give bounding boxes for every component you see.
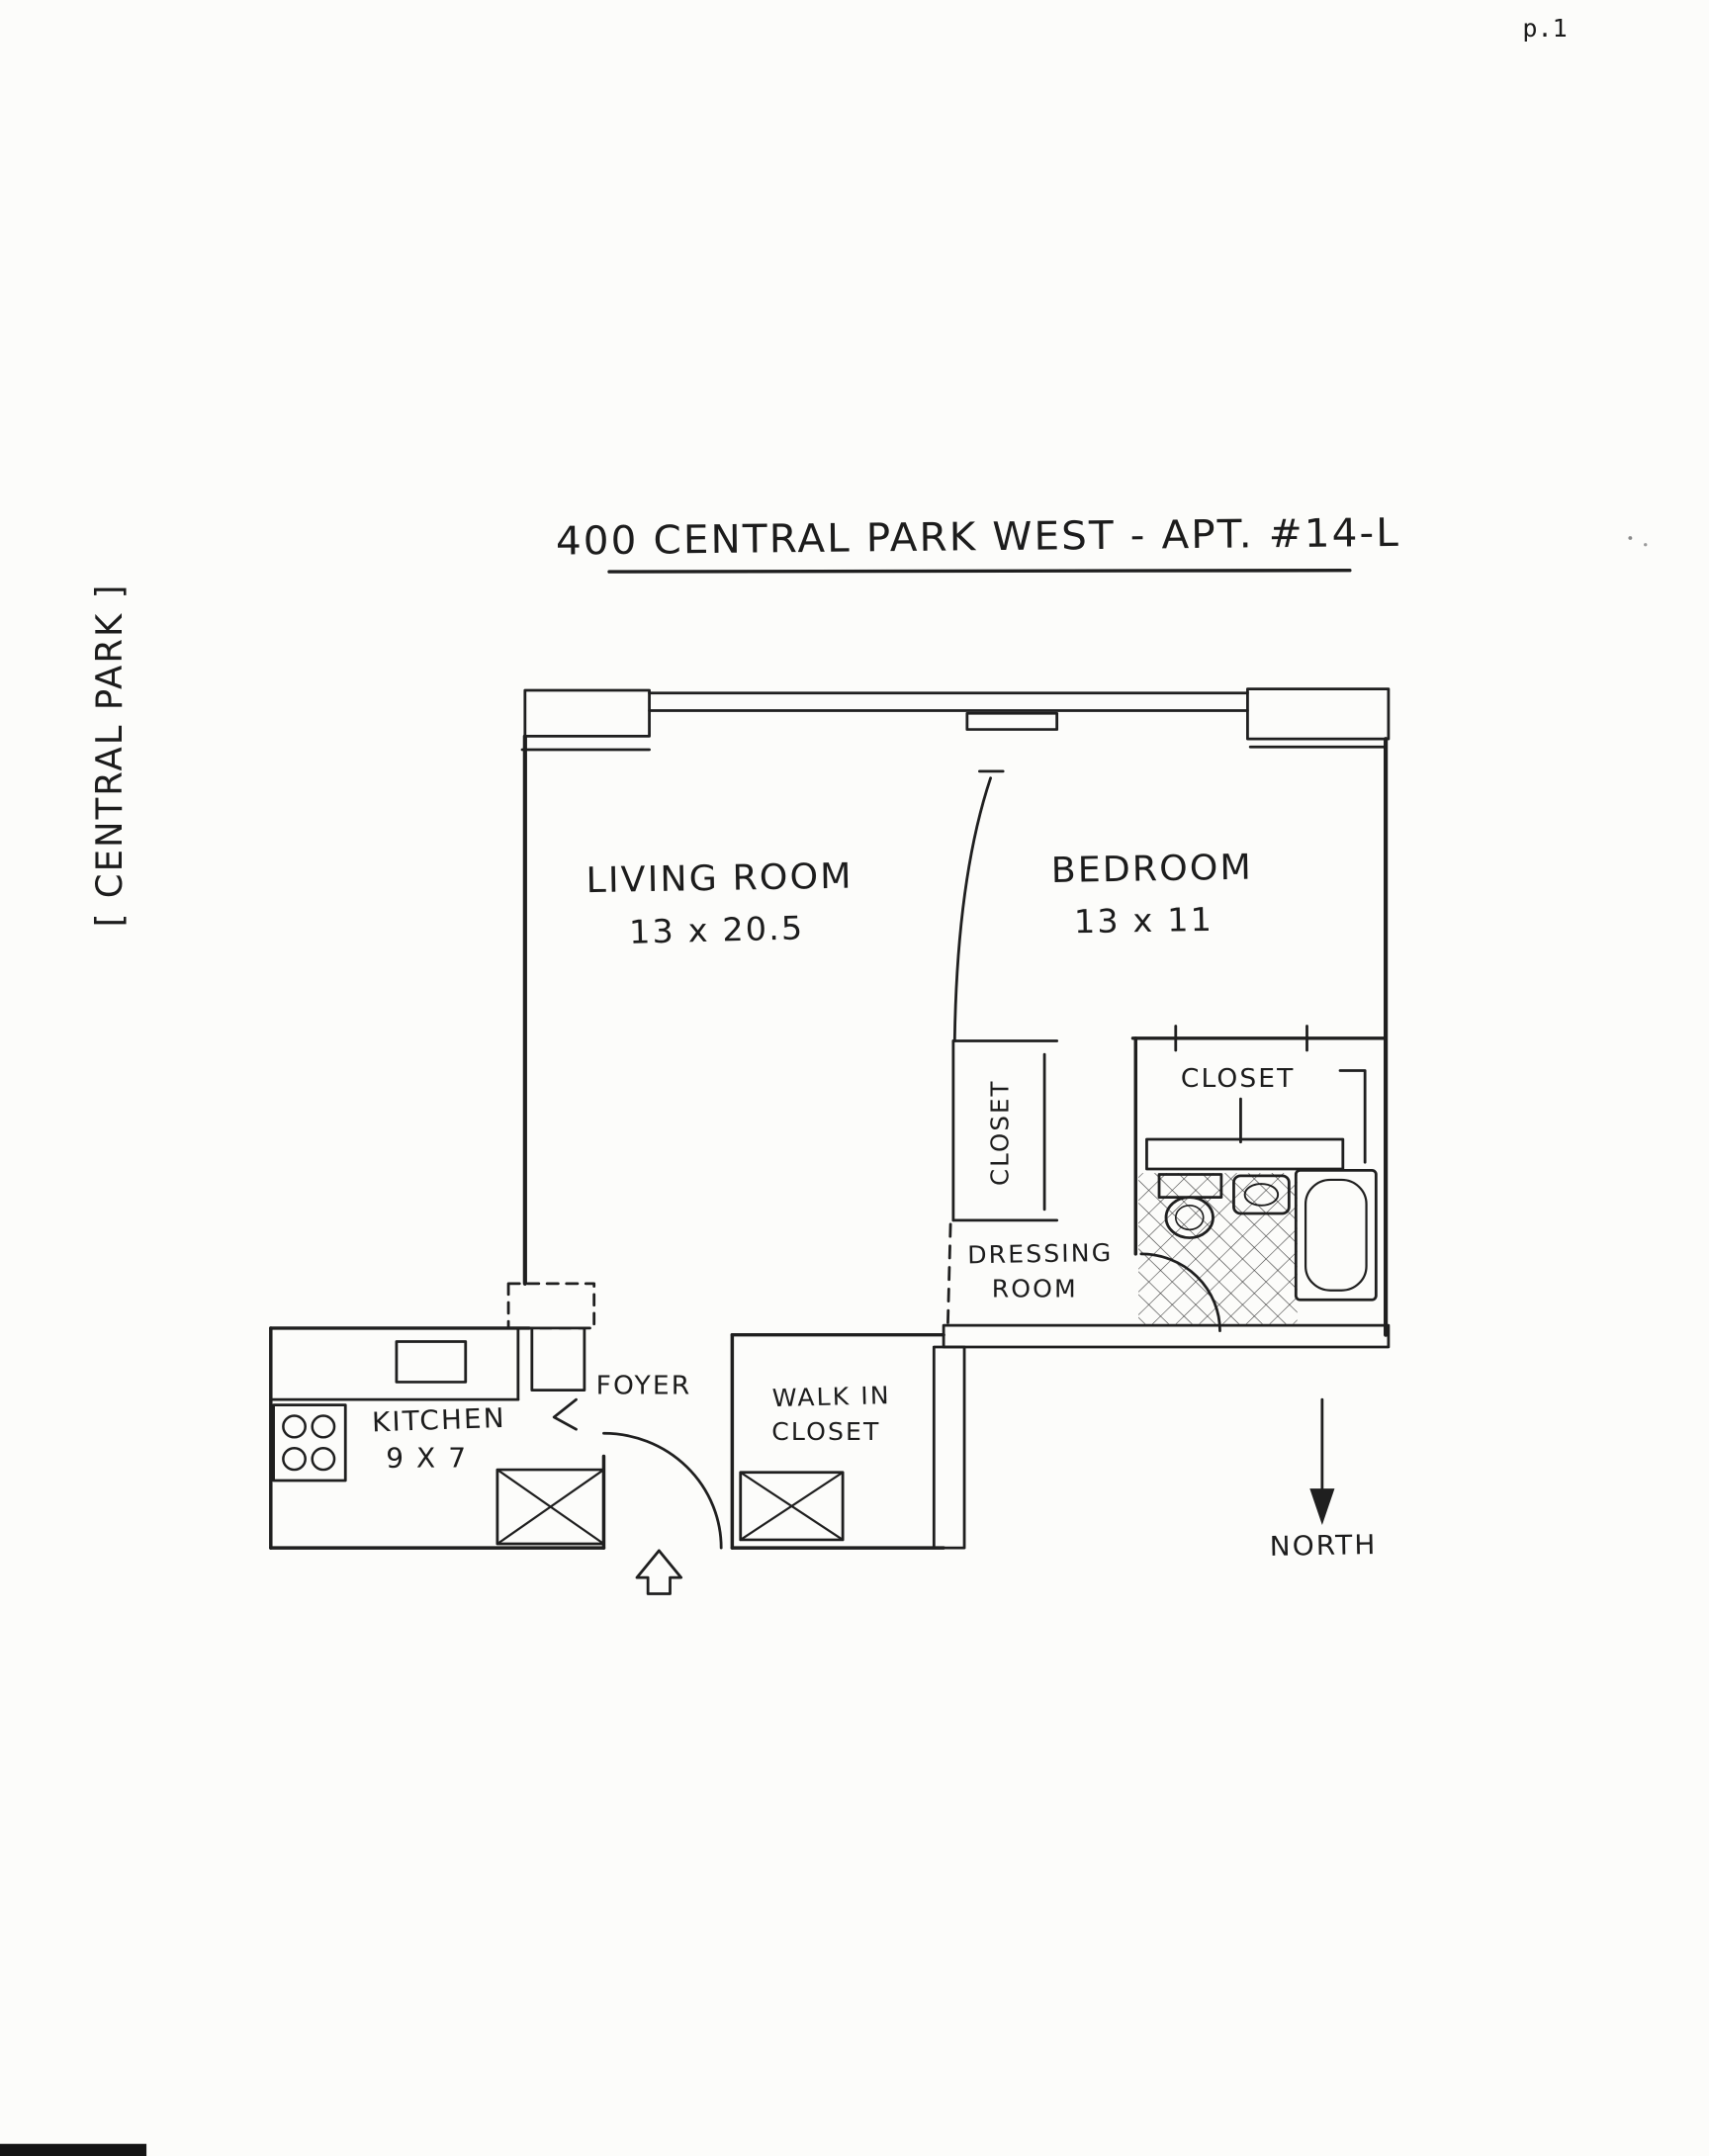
living-room: LIVING ROOM 13 x 20.5 xyxy=(585,856,854,951)
bedroom-closet: CLOSET xyxy=(1130,1025,1388,1256)
wic-label-1: WALK IN xyxy=(771,1381,891,1412)
dashed-closet-outline xyxy=(506,1282,596,1330)
stove xyxy=(272,1403,347,1482)
toilet xyxy=(1157,1173,1223,1239)
living-room-label: LIVING ROOM xyxy=(585,856,854,901)
bedroom-label: BEDROOM xyxy=(1050,848,1253,891)
scan-speck xyxy=(1628,536,1633,540)
dressing-room-label-2: ROOM xyxy=(992,1275,1078,1303)
bathroom-door-swing-arc xyxy=(1139,1252,1221,1332)
bathroom xyxy=(1138,1169,1378,1332)
foyer-pillar-hatched xyxy=(530,1326,586,1392)
kitchen-sink xyxy=(395,1340,468,1384)
kitchen: KITCHEN 9 X 7 xyxy=(269,1326,606,1550)
walk-in-closet: WALK IN CLOSET xyxy=(730,1333,966,1550)
dressing-room: DRESSING ROOM xyxy=(967,1238,1114,1303)
bedroom: BEDROOM 13 x 11 xyxy=(952,769,1253,1042)
bathtub xyxy=(1294,1169,1378,1302)
page-number: p.1 xyxy=(1522,14,1567,43)
living-room-dims: 13 x 20.5 xyxy=(629,909,805,951)
scan-artifact-bar xyxy=(0,2143,147,2156)
closet-shelf-hatched xyxy=(1145,1137,1345,1171)
top-wall-windows xyxy=(520,687,1391,752)
sink xyxy=(1232,1174,1291,1215)
kitchen-appliance-xbox xyxy=(495,1468,605,1546)
scan-speck xyxy=(1644,543,1648,547)
foyer-label: FOYER xyxy=(596,1372,692,1401)
window-center-mull xyxy=(965,711,1059,731)
bathroom-tile-floor xyxy=(1138,1173,1298,1324)
kitchen-dims: 9 X 7 xyxy=(386,1442,468,1475)
foyer: FOYER xyxy=(506,1282,723,1595)
central-park-label: [ CENTRAL PARK ] xyxy=(90,584,131,928)
wic-right-wall-hatched xyxy=(932,1345,966,1550)
wic-xbox xyxy=(739,1471,845,1542)
title-block: 400 CENTRAL PARK WEST - APT. #14-L xyxy=(556,510,1648,574)
hall-closet: CLOSET xyxy=(945,1039,1059,1330)
window-block-right xyxy=(1246,687,1391,741)
bedroom-door-swing-arc xyxy=(952,776,992,1042)
hall-closet-label: CLOSET xyxy=(985,1079,1014,1186)
partition-dashed xyxy=(945,1222,952,1330)
title-underline xyxy=(607,568,1352,574)
south-wall-hatched xyxy=(942,1323,1391,1349)
entry-door-swing-arc xyxy=(602,1431,723,1550)
bedroom-dims: 13 x 11 xyxy=(1074,900,1214,941)
closet-return-wall xyxy=(1338,1069,1367,1164)
wic-label-2: CLOSET xyxy=(771,1417,880,1446)
dressing-room-label-1: DRESSING xyxy=(967,1238,1114,1269)
window-block-left xyxy=(523,688,651,738)
entry-arrow xyxy=(635,1549,683,1595)
bedroom-closet-label: CLOSET xyxy=(1181,1064,1296,1094)
north-indicator: NORTH xyxy=(1269,1397,1378,1563)
kitchen-label: KITCHEN xyxy=(372,1401,507,1438)
north-arrow-head xyxy=(1309,1488,1335,1525)
north-label: NORTH xyxy=(1269,1528,1377,1562)
foyer-direction-chevron xyxy=(552,1397,578,1431)
page-title: 400 CENTRAL PARK WEST - APT. #14-L xyxy=(556,510,1400,564)
